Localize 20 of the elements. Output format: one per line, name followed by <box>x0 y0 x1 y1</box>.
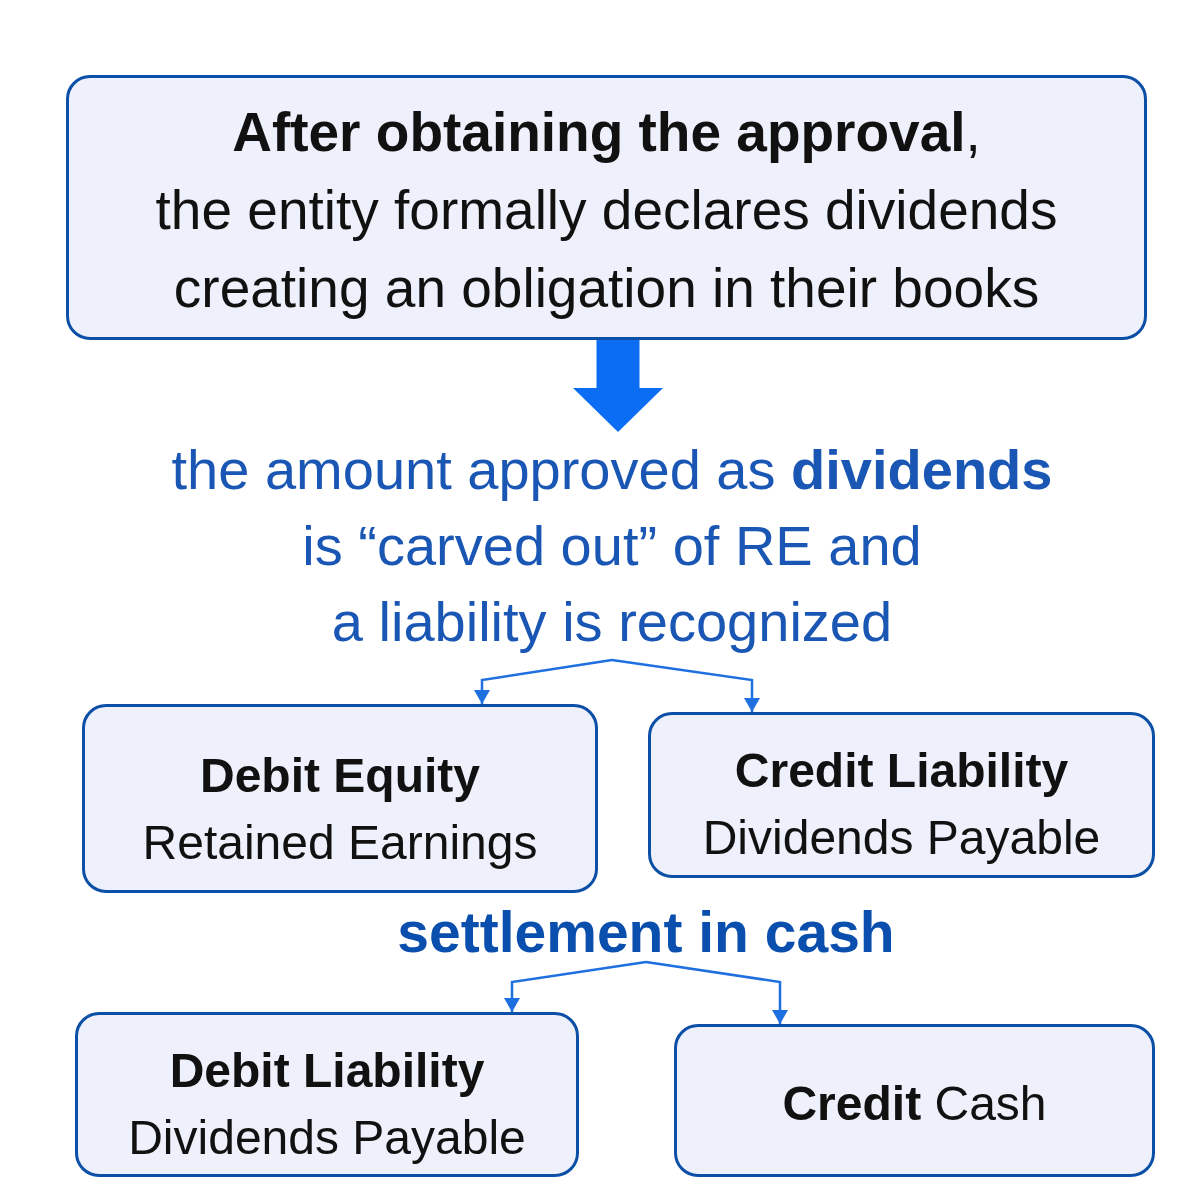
box-text: After obtaining the approval, the entity formally declares dividends creating an obligation in their books <box>155 100 1058 321</box>
entry-heading: Debit Equity <box>200 747 480 804</box>
box-text: Dividends Payable <box>128 1109 526 1166</box>
entry-heading: Credit Liability <box>734 743 1069 799</box>
arrow <box>474 658 613 704</box>
journal-entry-box <box>674 1024 1155 1177</box>
arrow <box>645 960 788 1024</box>
section-heading: settlement in cash <box>280 902 1012 962</box>
entry-heading: Debit Liability <box>169 1042 485 1099</box>
journal-entry-box <box>648 712 1155 878</box>
block-arrow <box>573 340 663 432</box>
arrow <box>611 658 760 712</box>
box-text: Credit Cash <box>782 1075 1047 1132</box>
journal-entry-box <box>82 704 598 893</box>
flow-text: the amount approved as dividends is “carved out” of RE and a liability is recognized <box>100 432 1124 660</box>
box-text: Retained Earnings <box>142 814 538 871</box>
box-text: Dividends Payable <box>702 810 1101 866</box>
statement-box <box>66 75 1147 340</box>
arrow <box>504 960 647 1012</box>
journal-entry-box <box>75 1012 579 1177</box>
